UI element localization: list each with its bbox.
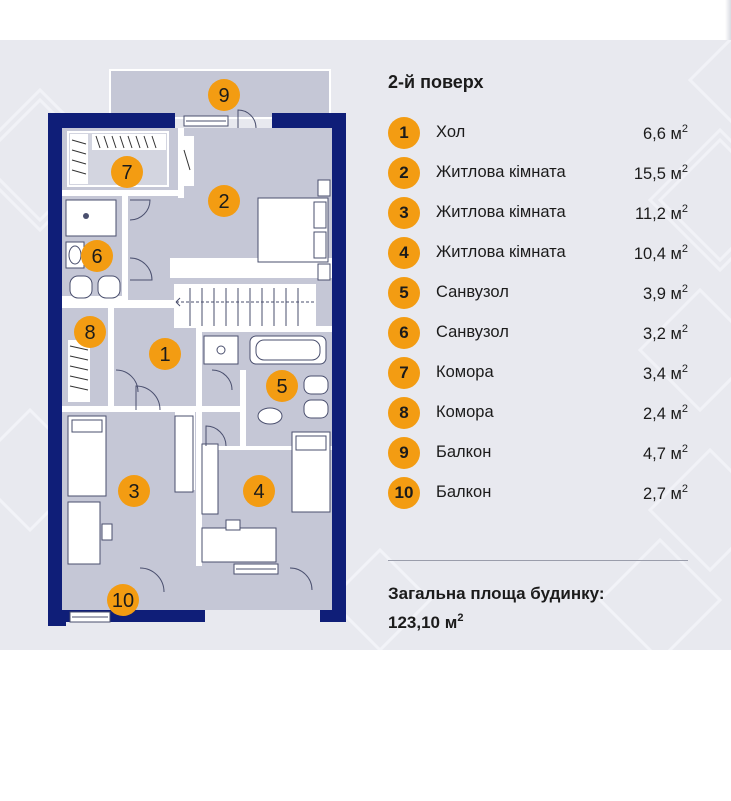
room-name: Житлова кімната xyxy=(436,203,566,221)
svg-text:1: 1 xyxy=(159,344,170,366)
plan-badge-4: 4 xyxy=(243,475,275,507)
svg-text:10: 10 xyxy=(112,590,134,612)
room-number-badge: 9 xyxy=(388,437,420,469)
room-3-furniture xyxy=(67,415,194,565)
doors xyxy=(115,109,313,593)
svg-text:8: 8 xyxy=(84,322,95,344)
room-number-badge: 10 xyxy=(388,477,420,509)
room-area: 3,4 м2 xyxy=(643,363,688,383)
room-number-badge: 5 xyxy=(388,277,420,309)
legend-row: 9 Балкон 4,7 м2 xyxy=(388,434,688,474)
closet-8-fixtures xyxy=(68,340,90,402)
svg-text:6: 6 xyxy=(91,246,102,268)
legend-list: 1 Хол 6,6 м2 2 Житлова кімната 15,5 м2 3… xyxy=(388,114,688,514)
room-number-badge: 6 xyxy=(388,317,420,349)
room-number-badge: 1 xyxy=(388,117,420,149)
outer-walls xyxy=(48,113,175,622)
svg-text:2: 2 xyxy=(218,191,229,213)
room-legend: 2-й поверх 1 Хол 6,6 м2 2 Житлова кімнат… xyxy=(388,70,688,632)
legend-row: 8 Комора 2,4 м2 xyxy=(388,394,688,434)
legend-row: 4 Житлова кімната 10,4 м2 xyxy=(388,234,688,274)
total-area: Загальна площа будинку: 123,10 м2 xyxy=(388,582,605,635)
room-area: 3,9 м2 xyxy=(643,283,688,303)
legend-divider xyxy=(388,560,688,561)
top-bar-edge xyxy=(725,0,731,40)
legend-row: 1 Хол 6,6 м2 xyxy=(388,114,688,154)
legend-row: 5 Санвузол 3,9 м2 xyxy=(388,274,688,314)
floor-plan-panel: 9 7 2 6 8 1 5 xyxy=(0,40,731,650)
room-area: 15,5 м2 xyxy=(633,163,688,183)
room-area: 2,4 м2 xyxy=(643,403,688,423)
room-area: 4,7 м2 xyxy=(643,443,688,463)
svg-text:4: 4 xyxy=(253,481,264,503)
svg-text:5: 5 xyxy=(276,376,287,398)
room-number-badge: 2 xyxy=(388,157,420,189)
room-4-furniture xyxy=(201,431,331,563)
room-name: Санвузол xyxy=(436,283,509,301)
room-area: 3,2 м2 xyxy=(643,323,688,343)
outer-walls-right xyxy=(272,113,346,622)
plan-badge-6: 6 xyxy=(81,240,113,272)
plan-badge-5: 5 xyxy=(266,370,298,402)
room-area: 2,7 м2 xyxy=(643,483,688,503)
room-number-badge: 4 xyxy=(388,237,420,269)
room-name: Житлова кімната xyxy=(436,243,566,261)
outer-wall-bottom xyxy=(48,610,66,626)
legend-row: 2 Житлова кімната 15,5 м2 xyxy=(388,154,688,194)
plan-badge-7: 7 xyxy=(111,156,143,188)
svg-text:7: 7 xyxy=(121,162,132,184)
plan-badge-2: 2 xyxy=(208,185,240,217)
plan-badge-1: 1 xyxy=(149,338,181,370)
room-area: 6,6 м2 xyxy=(643,123,688,143)
plan-badges: 9 7 2 6 8 1 5 xyxy=(74,79,298,616)
room-number-badge: 8 xyxy=(388,397,420,429)
top-bar xyxy=(0,0,731,41)
room-area: 11,2 м2 xyxy=(635,203,688,223)
legend-title: 2-й поверх xyxy=(388,72,484,92)
floor-plan: 9 7 2 6 8 1 5 xyxy=(48,69,346,626)
windows xyxy=(69,115,279,623)
stairs xyxy=(174,284,316,328)
svg-text:3: 3 xyxy=(128,481,139,503)
bathroom-5-fixtures xyxy=(203,335,329,425)
plan-badge-8: 8 xyxy=(74,316,106,348)
room-name: Комора xyxy=(436,403,494,421)
room-name: Балкон xyxy=(436,483,492,501)
room-number-badge: 3 xyxy=(388,197,420,229)
room-name: Житлова кімната xyxy=(436,163,566,181)
plan-badge-10: 10 xyxy=(107,584,139,616)
room-area: 10,4 м2 xyxy=(633,243,688,263)
room-name: Балкон xyxy=(436,443,492,461)
legend-row: 10 Балкон 2,7 м2 xyxy=(388,474,688,514)
total-area-label: Загальна площа будинку: xyxy=(388,584,605,603)
room-name: Хол xyxy=(436,123,466,141)
svg-text:9: 9 xyxy=(218,85,229,107)
legend-row: 6 Санвузол 3,2 м2 xyxy=(388,314,688,354)
bed-room-2 xyxy=(257,179,331,281)
room-number-badge: 7 xyxy=(388,357,420,389)
legend-row: 7 Комора 3,4 м2 xyxy=(388,354,688,394)
bathroom-6-fixtures xyxy=(65,199,121,299)
legend-row: 3 Житлова кімната 11,2 м2 xyxy=(388,194,688,234)
plan-badge-9: 9 xyxy=(208,79,240,111)
plan-badge-3: 3 xyxy=(118,475,150,507)
total-area-value: 123,10 м2 xyxy=(388,612,464,632)
room-name: Комора xyxy=(436,363,494,381)
room-name: Санвузол xyxy=(436,323,509,341)
